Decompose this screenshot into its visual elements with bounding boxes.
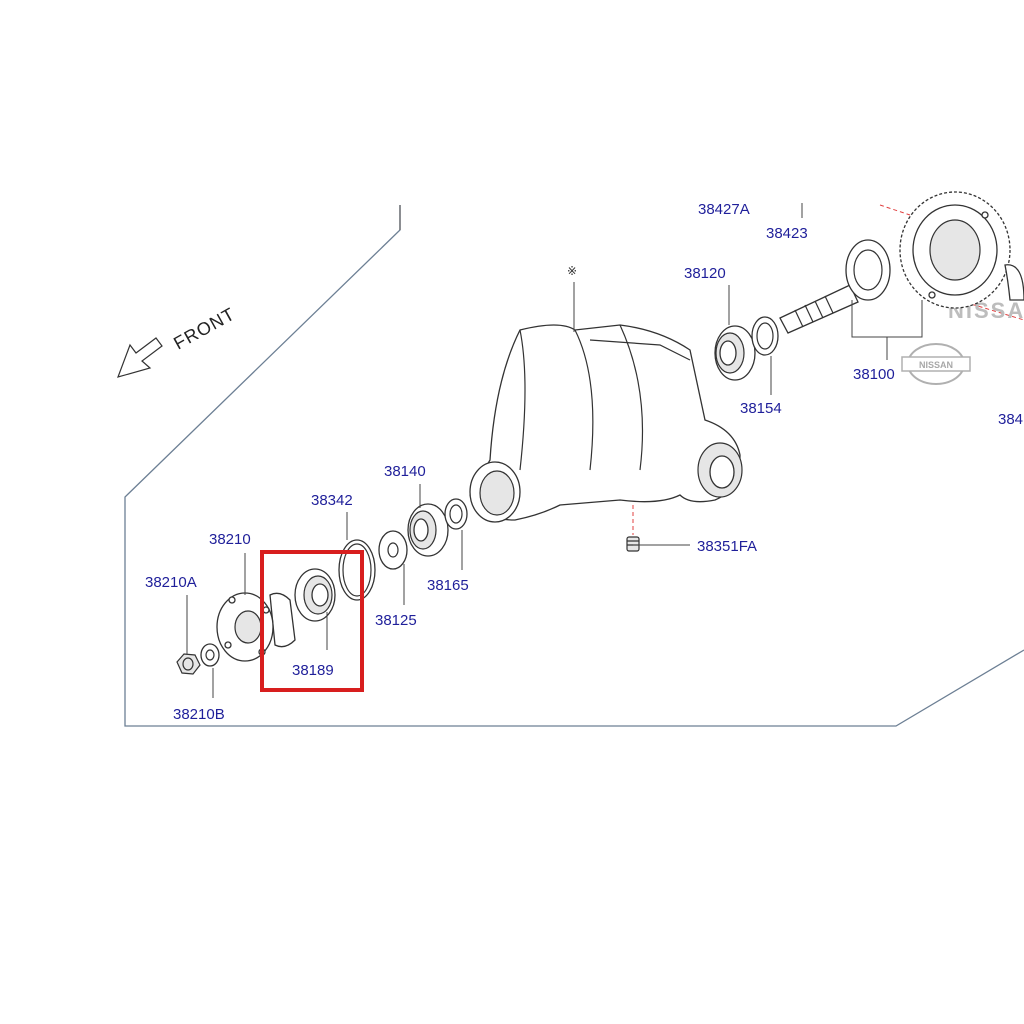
part-label-38210B[interactable]: 38210B xyxy=(173,706,225,723)
brand-logo: NISSAN xyxy=(901,343,971,385)
center-mark: ※ xyxy=(567,264,577,278)
part-label-38140[interactable]: 38140 xyxy=(384,463,426,480)
part-label-38351FA[interactable]: 38351FA xyxy=(697,538,757,555)
drain-plug-38351FA xyxy=(626,536,640,552)
pinion-splines xyxy=(794,295,834,328)
pinion-gear xyxy=(845,239,891,301)
part-label-38100[interactable]: 38100 xyxy=(853,366,895,383)
companion-flange-38210 xyxy=(216,592,296,662)
front-label: FRONT xyxy=(170,304,238,354)
part-label-38210A[interactable]: 38210A xyxy=(145,574,197,591)
part-label-38165[interactable]: 38165 xyxy=(427,577,469,594)
washer-38125 xyxy=(378,530,408,570)
leader-lines xyxy=(186,203,923,698)
ring-gear-bolt-hole xyxy=(981,211,989,219)
part-label-38154[interactable]: 38154 xyxy=(740,400,782,417)
gear-carrier-housing xyxy=(469,324,743,523)
washer-38210B xyxy=(200,643,220,667)
diff-case-edge xyxy=(1004,264,1024,301)
part-label-38427A[interactable]: 38427A xyxy=(698,201,750,218)
highlight-box-38189 xyxy=(260,550,364,692)
bearing-38140 xyxy=(407,503,449,557)
nut-38210A xyxy=(176,653,201,675)
part-label-38423[interactable]: 38423 xyxy=(766,225,808,242)
front-arrow-icon xyxy=(117,337,163,378)
ring-38342 xyxy=(338,539,376,601)
part-label-38120[interactable]: 38120 xyxy=(684,265,726,282)
drive-pinion xyxy=(779,239,891,334)
ring-gear-bore xyxy=(929,219,981,281)
bearing-38120 xyxy=(714,325,756,381)
reference-dashed-line xyxy=(879,204,911,216)
washer-38154 xyxy=(751,316,779,356)
part-label-38342[interactable]: 38342 xyxy=(311,492,353,509)
front-direction-indicator: FRONT xyxy=(117,304,239,378)
part-label-384[interactable]: 384 xyxy=(998,411,1023,428)
part-label-38189[interactable]: 38189 xyxy=(292,662,334,679)
oil-seal-38189 xyxy=(294,568,336,622)
ring-gear-bolt-hole xyxy=(928,291,936,299)
part-label-38210[interactable]: 38210 xyxy=(209,531,251,548)
ring-gear-assembly xyxy=(899,191,1024,309)
part-label-38125[interactable]: 38125 xyxy=(375,612,417,629)
brand-logo-text: NISSAN xyxy=(919,360,953,370)
spacer-38165 xyxy=(444,498,468,530)
